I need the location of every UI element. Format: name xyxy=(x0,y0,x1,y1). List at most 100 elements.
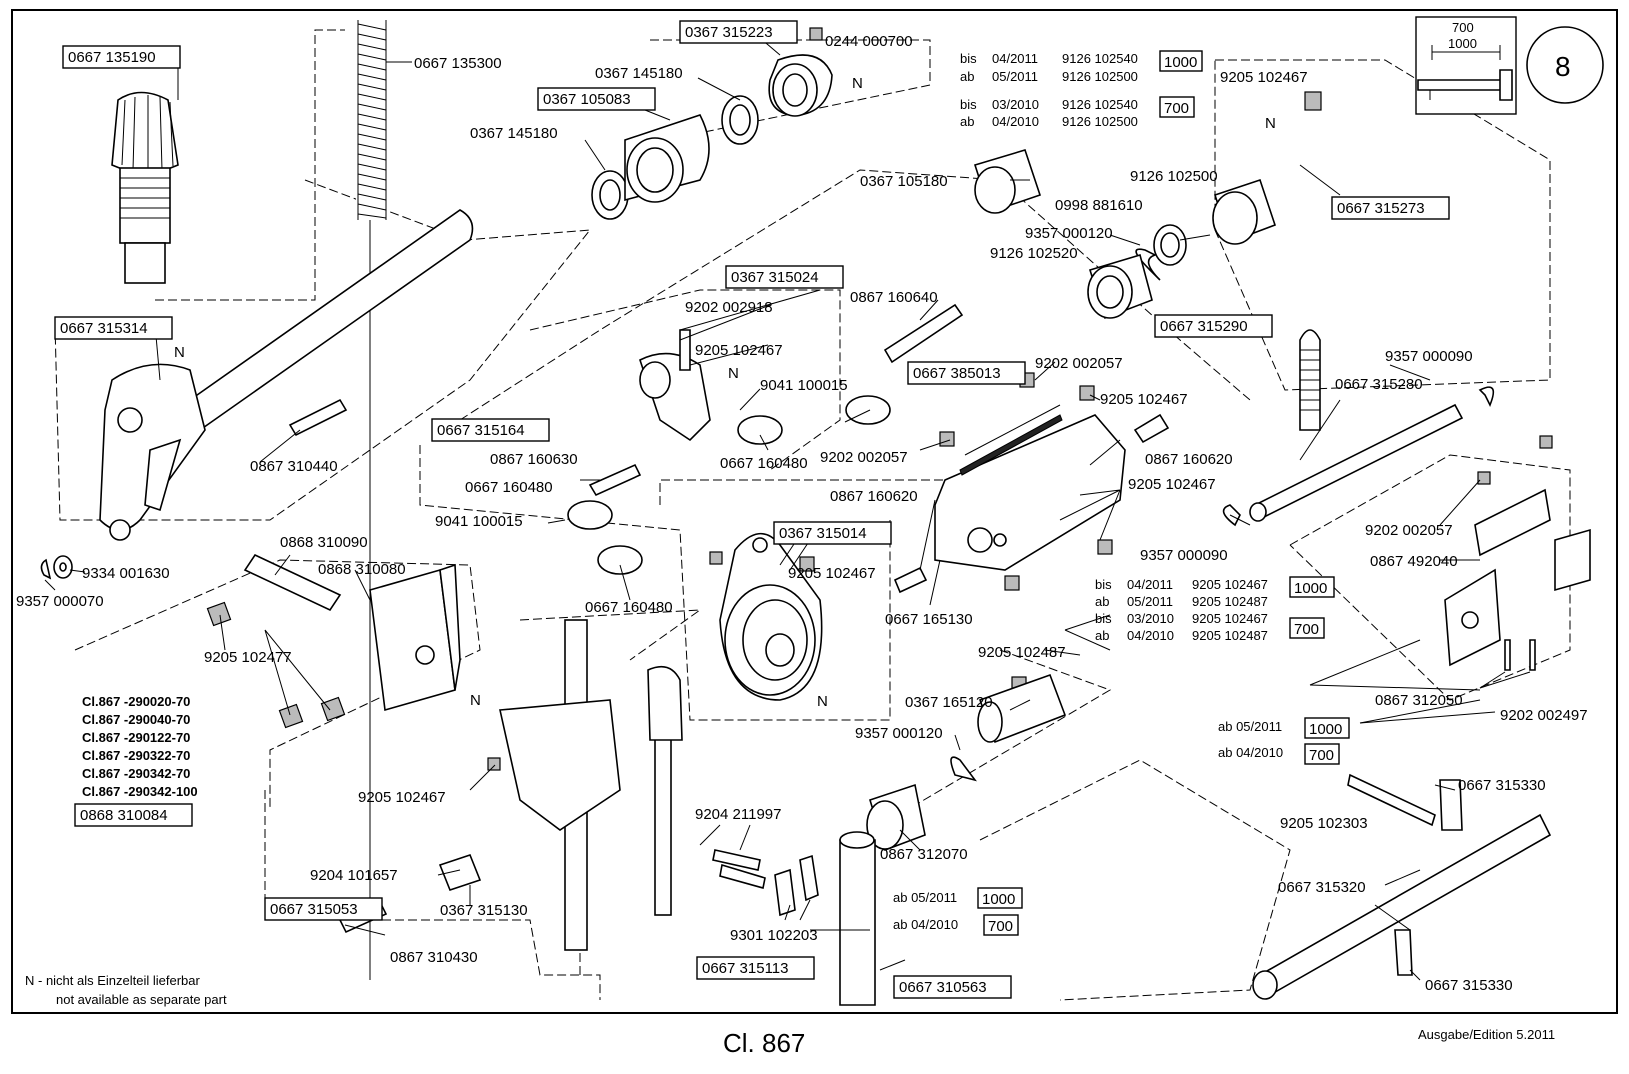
note-prefix: ab xyxy=(960,114,974,129)
part-label: 0667 315320 xyxy=(1278,879,1366,896)
block-bracket-part xyxy=(369,563,461,712)
boxed-part-label: 0667 315164 xyxy=(437,422,525,439)
note-part: 9205 102467 xyxy=(1192,577,1268,592)
screws xyxy=(438,329,1536,891)
cam-disc-part xyxy=(719,532,823,701)
part-label: 9041 100015 xyxy=(760,377,848,394)
part-label: 0867 492040 xyxy=(1370,553,1458,570)
bracket-part xyxy=(1444,488,1591,667)
class-list-item: Cl.867 -290322-70 xyxy=(82,748,190,763)
n-marker: N xyxy=(852,75,863,92)
part-label: 9205 102467 xyxy=(695,342,783,359)
n-marker: N xyxy=(174,344,185,361)
spring-hook-part xyxy=(1299,329,1321,431)
note-version: 700 xyxy=(1164,100,1189,117)
rock-shaft-part xyxy=(1249,403,1464,522)
footnote-line-2: not available as separate part xyxy=(56,992,227,1007)
page-badge: 8 xyxy=(1526,26,1604,104)
part-label: 0667 135300 xyxy=(414,55,502,72)
part-label: 9205 102467 xyxy=(1100,391,1188,408)
class-list-item: Cl.867 -290122-70 xyxy=(82,730,190,745)
note-part: 9126 102540 xyxy=(1062,97,1138,112)
note-date: 04/2010 xyxy=(1127,628,1174,643)
part-label: 0667 160480 xyxy=(465,479,553,496)
part-label: 0867 160620 xyxy=(1145,451,1233,468)
part-label: 9205 102467 xyxy=(1220,69,1308,86)
note-prefix: ab 05/2011 xyxy=(893,890,957,905)
part-label: 9041 100015 xyxy=(435,513,523,530)
part-label: 0867 310440 xyxy=(250,458,338,475)
part-label: 9357 000070 xyxy=(16,593,104,610)
boxed-part-label: 0667 315053 xyxy=(270,901,358,918)
center-block-part xyxy=(934,404,1126,571)
boxed-part-label: 0667 315273 xyxy=(1337,200,1425,217)
note-version: 1000 xyxy=(1309,721,1342,738)
note-version: 1000 xyxy=(1164,54,1197,71)
part-label: 9205 102303 xyxy=(1280,815,1368,832)
note-date: 04/2010 xyxy=(992,114,1039,129)
scale-legend: 700 1000 xyxy=(1415,16,1517,115)
note-version: 700 xyxy=(1309,747,1334,764)
part-labels: 0667 135300 0244 000700 0367 145180 0367… xyxy=(16,33,1588,994)
note-prefix: ab xyxy=(960,69,974,84)
needle-bar-part xyxy=(499,619,683,951)
note-prefix: bis xyxy=(1095,611,1112,626)
edition-label: Ausgabe/Edition 5.2011 xyxy=(1418,1027,1555,1042)
boxed-part-label: 0667 315290 xyxy=(1160,318,1248,335)
part-label: 9202 002918 xyxy=(685,299,773,316)
part-label: 9357 000090 xyxy=(1385,348,1473,365)
bottom-right-shaft-part xyxy=(1252,773,1552,1000)
part-label: 9205 102487 xyxy=(978,644,1066,661)
part-label: 9202 002057 xyxy=(1035,355,1123,372)
part-label: 0867 160640 xyxy=(850,289,938,306)
part-label: 0667 315280 xyxy=(1335,376,1423,393)
part-label: 0367 165120 xyxy=(905,694,993,711)
note-version: 700 xyxy=(988,918,1013,935)
part-label: 0998 881610 xyxy=(1055,197,1143,214)
scale-legend-top: 700 xyxy=(1452,20,1474,35)
part-label: 9205 102467 xyxy=(358,789,446,806)
part-label: 9126 102500 xyxy=(1130,168,1218,185)
part-label: 0367 315130 xyxy=(440,902,528,919)
note-prefix: ab xyxy=(1095,594,1109,609)
note-prefix: bis xyxy=(1095,577,1112,592)
note-date: 05/2011 xyxy=(1127,594,1173,609)
lever-shaft-part xyxy=(99,209,474,541)
boxed-part-label: 0667 315113 xyxy=(702,960,788,977)
boxed-part-label: 0667 385013 xyxy=(913,365,1001,382)
note-date: 04/2011 xyxy=(1127,577,1173,592)
part-label: 0367 105180 xyxy=(860,173,948,190)
note-date: 05/2011 xyxy=(992,69,1038,84)
note-part: 9205 102487 xyxy=(1192,594,1268,609)
part-label: 0867 312050 xyxy=(1375,692,1463,709)
parts-graphics xyxy=(40,20,1591,1006)
variant-note-1: bis 04/2011 9126 102540 1000 ab 05/2011 … xyxy=(960,50,1203,129)
part-label: 9202 002057 xyxy=(1365,522,1453,539)
part-label: 9204 211997 xyxy=(695,806,781,823)
part-label: 9205 102467 xyxy=(1128,476,1216,493)
leader-lines xyxy=(44,37,1531,981)
bottom-sleeves xyxy=(839,673,1067,1006)
boxed-part-label: 0667 310563 xyxy=(899,979,987,996)
note-prefix: ab 05/2011 xyxy=(1218,719,1282,734)
part-label: 9205 102477 xyxy=(204,649,292,666)
part-label: 0367 145180 xyxy=(595,65,683,82)
bushings xyxy=(624,54,1277,320)
part-label: 9202 002057 xyxy=(820,449,908,466)
variant-note-3: ab 05/2011 1000 ab 04/2010 700 xyxy=(1218,717,1350,765)
part-label: 0867 160630 xyxy=(490,451,578,468)
part-label: 0868 310080 xyxy=(318,561,406,578)
note-part: 9126 102500 xyxy=(1062,114,1138,129)
n-marker: N xyxy=(470,692,481,709)
note-date: 04/2011 xyxy=(992,51,1038,66)
note-prefix: ab 04/2010 xyxy=(893,917,958,932)
note-part: 9205 102467 xyxy=(1192,611,1268,626)
part-label: 0867 310430 xyxy=(390,949,478,966)
part-label: 9357 000120 xyxy=(1025,225,1113,242)
note-prefix: ab 04/2010 xyxy=(1218,745,1283,760)
class-list-item: Cl.867 -290040-70 xyxy=(82,712,190,727)
note-version: 1000 xyxy=(1294,580,1327,597)
lever-bore-part xyxy=(639,352,711,442)
